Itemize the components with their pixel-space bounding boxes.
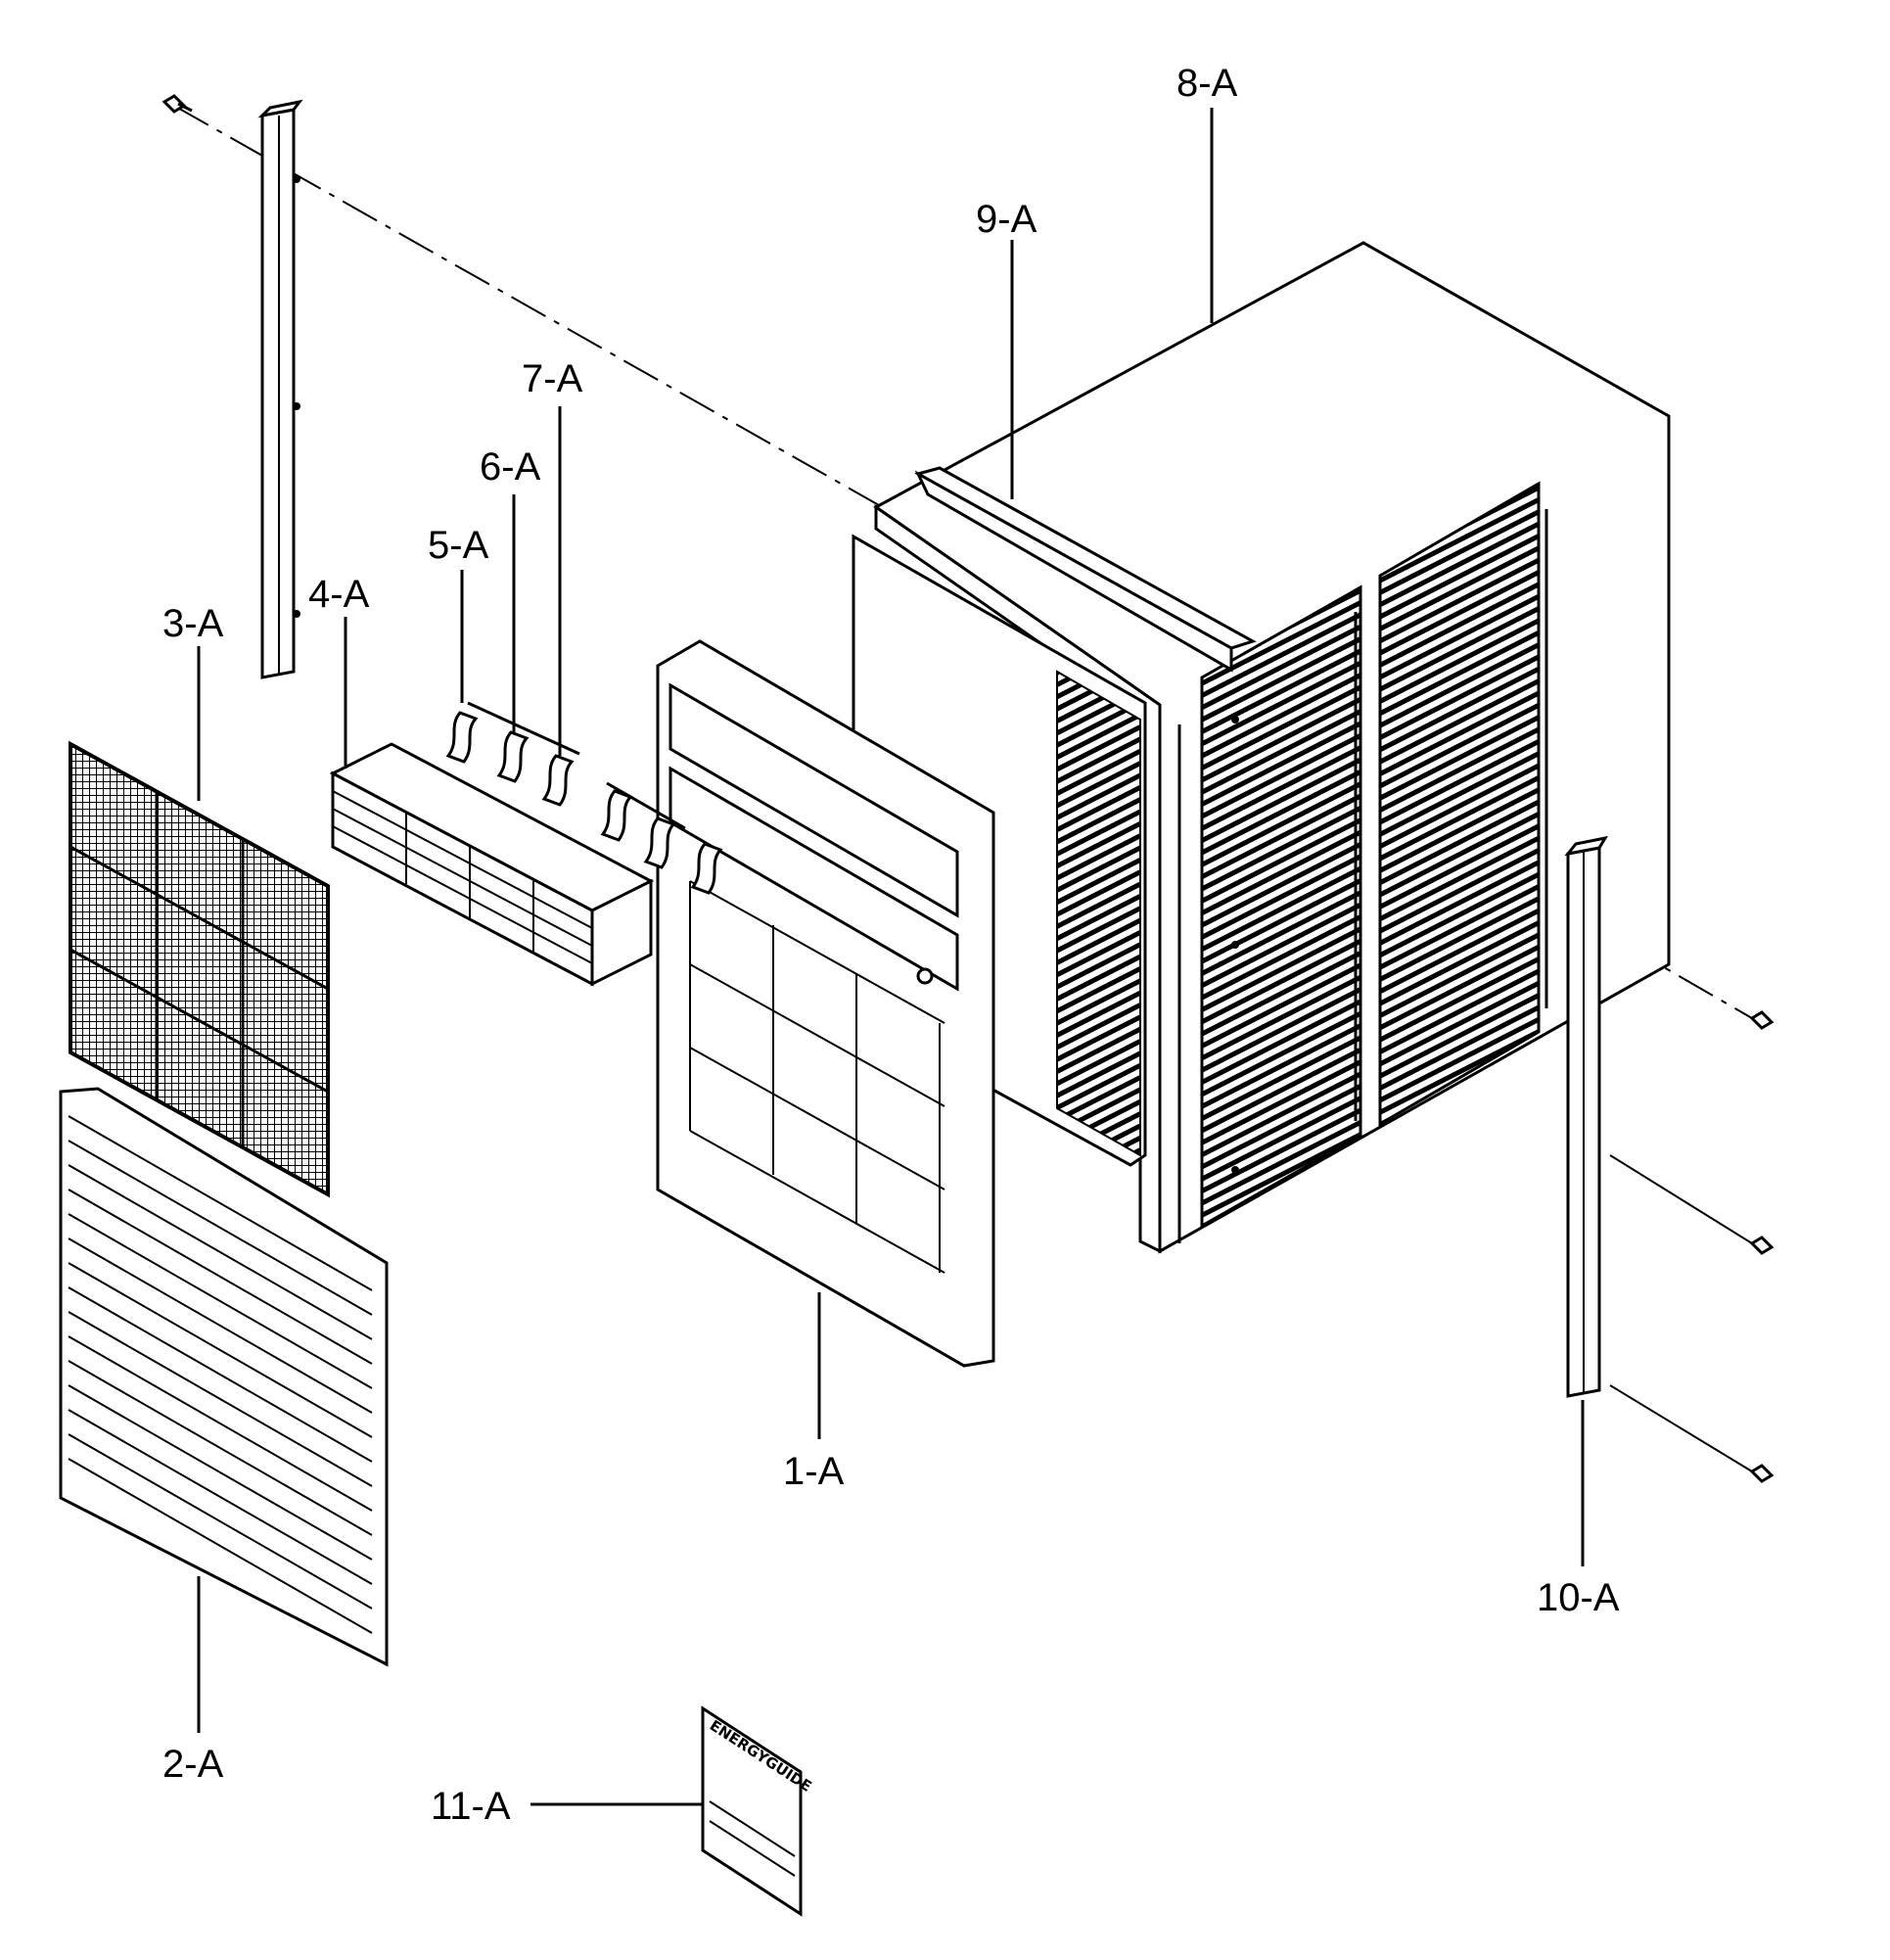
front-grille — [59, 1087, 389, 1667]
callout-9a: 9-A — [976, 198, 1037, 241]
screw-icon — [1749, 1010, 1775, 1030]
energy-guide-label: ENERGYGUIDE — [701, 1705, 814, 1917]
mounting-rail-left — [257, 99, 303, 679]
callout-7a: 7-A — [522, 357, 583, 400]
assembly-guide-line — [1609, 1384, 1753, 1472]
callout-3a: 3-A — [162, 602, 224, 645]
callout-5a: 5-A — [428, 524, 489, 567]
callout-8a: 8-A — [1176, 62, 1238, 105]
front-frame-grid — [689, 880, 945, 1274]
mounting-rail-right — [1564, 835, 1609, 1398]
louver-blades — [445, 701, 723, 895]
discharge-grille — [329, 742, 655, 987]
callout-10a: 10-A — [1537, 1576, 1620, 1619]
callout-1a: 1-A — [783, 1450, 845, 1493]
outer-cabinet — [873, 241, 1671, 1254]
callout-2a: 2-A — [162, 1743, 224, 1786]
screw-icon — [161, 94, 193, 114]
screw-icon — [1749, 1464, 1775, 1483]
top-gasket — [914, 466, 1257, 673]
front-frame — [656, 639, 995, 1368]
callout-11a: 11-A — [431, 1785, 511, 1828]
callout-6a: 6-A — [480, 445, 541, 489]
callout-4a: 4-A — [308, 573, 370, 616]
assembly-guide-line — [1609, 1154, 1753, 1244]
screw-icon — [1749, 1236, 1775, 1255]
grille-slats — [68, 1115, 373, 1634]
air-filter — [69, 740, 330, 1198]
